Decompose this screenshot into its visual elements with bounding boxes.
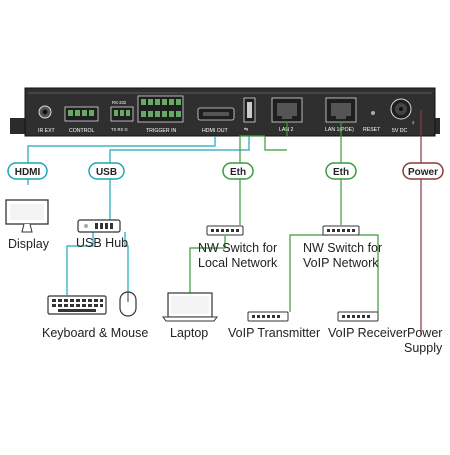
voip-switch-label-line2: VoIP Network bbox=[303, 256, 379, 270]
display-label: Display bbox=[8, 237, 50, 251]
laptop-device: Laptop bbox=[162, 292, 218, 340]
usb-hub-label: USB Hub bbox=[76, 236, 128, 250]
reset-button: RESET bbox=[363, 111, 381, 133]
lan1-label: LAN 1(POE) bbox=[325, 127, 354, 133]
switch-to-voip-transmitter-cable bbox=[289, 234, 328, 312]
switch-to-laptop-cable bbox=[189, 236, 226, 294]
hdmi-out-label: HDMI OUT bbox=[202, 128, 228, 134]
lan2-port: LAN 2 bbox=[271, 97, 303, 133]
hdmi-badge-label: HDMI bbox=[15, 167, 41, 178]
keyboard-mouse-label: Keyboard & Mouse bbox=[42, 326, 148, 340]
voip-transmitter-label: VoIP Transmitter bbox=[228, 326, 320, 340]
control-port: CONTROL bbox=[64, 106, 99, 134]
voip-transmitter-device: VoIP Transmitter bbox=[228, 311, 320, 340]
rs232-pins-label: TX RX G bbox=[111, 127, 128, 132]
dc-power-port: ⏚ 5V DC bbox=[390, 98, 415, 134]
usb-hub-device: USB Hub bbox=[76, 219, 128, 250]
switch-to-voip-receiver-cable bbox=[357, 234, 379, 312]
local-switch-device: NW Switch for Local Network bbox=[198, 225, 278, 270]
trigger-in-label: TRIGGER IN bbox=[146, 128, 177, 134]
hdmi-out-port: HDMI OUT bbox=[197, 107, 235, 134]
usb-hub-to-keyboard-cable bbox=[66, 232, 94, 295]
rs232-port: RS-232 TX RX G bbox=[110, 100, 134, 132]
dc-label: 5V DC bbox=[392, 128, 408, 134]
network-switch-icon bbox=[206, 225, 244, 236]
ir-ext-port: IR EXT bbox=[38, 105, 56, 134]
usb-cable bbox=[109, 136, 250, 220]
local-switch-label-line2: Local Network bbox=[198, 256, 278, 270]
usb-port: ⇋ bbox=[243, 97, 256, 133]
laptop-label: Laptop bbox=[170, 326, 208, 340]
lan1-port: LAN 1(POE) bbox=[325, 97, 357, 133]
network-switch-icon bbox=[322, 225, 360, 236]
cables bbox=[27, 110, 422, 335]
local-switch-label-line1: NW Switch for bbox=[198, 241, 277, 255]
mouse-device: Keyboard & Mouse bbox=[42, 291, 148, 340]
voip-receiver-device: VoIP Receiver bbox=[328, 311, 407, 340]
usb-hub-to-mouse-cable bbox=[124, 232, 129, 292]
usb-symbol: ⇋ bbox=[244, 127, 248, 133]
trigger-in-port: TRIGGER IN bbox=[137, 95, 184, 134]
control-label: CONTROL bbox=[69, 128, 94, 134]
dc-polarity-icon: ⏚ bbox=[411, 120, 415, 125]
power-supply-label-line1: Power bbox=[407, 326, 442, 340]
power-supply: Power Supply bbox=[404, 326, 443, 355]
power-badge-label: Power bbox=[408, 167, 438, 178]
eth-left-badge: Eth bbox=[222, 162, 254, 180]
usb-badge-label: USB bbox=[96, 167, 117, 178]
usb-badge: USB bbox=[88, 162, 125, 180]
usb-hub-icon bbox=[77, 219, 121, 233]
lan2-label: LAN 2 bbox=[279, 127, 294, 133]
rs232-label: RS-232 bbox=[112, 100, 127, 105]
reset-label: RESET bbox=[363, 127, 381, 133]
lan2-cable bbox=[239, 122, 288, 225]
display-device: Display bbox=[5, 199, 50, 251]
eth-right-badge-label: Eth bbox=[333, 167, 349, 178]
voip-switch-device: NW Switch for VoIP Network bbox=[303, 225, 382, 270]
voip-receiver-label: VoIP Receiver bbox=[328, 326, 407, 340]
power-supply-label-line2: Supply bbox=[404, 341, 443, 355]
ir-ext-label: IR EXT bbox=[38, 128, 56, 134]
voip-switch-label-line1: NW Switch for bbox=[303, 241, 382, 255]
hdmi-badge: HDMI bbox=[7, 162, 48, 180]
eth-right-badge: Eth bbox=[325, 162, 357, 180]
eth-left-badge-label: Eth bbox=[230, 167, 246, 178]
device-rear-panel: IR EXT CONTROL RS-232 TX RX G bbox=[10, 87, 440, 137]
keyboard-device bbox=[47, 295, 107, 315]
power-badge: Power bbox=[402, 162, 444, 180]
cable-badges: HDMI USB Eth Eth Power bbox=[7, 162, 444, 180]
